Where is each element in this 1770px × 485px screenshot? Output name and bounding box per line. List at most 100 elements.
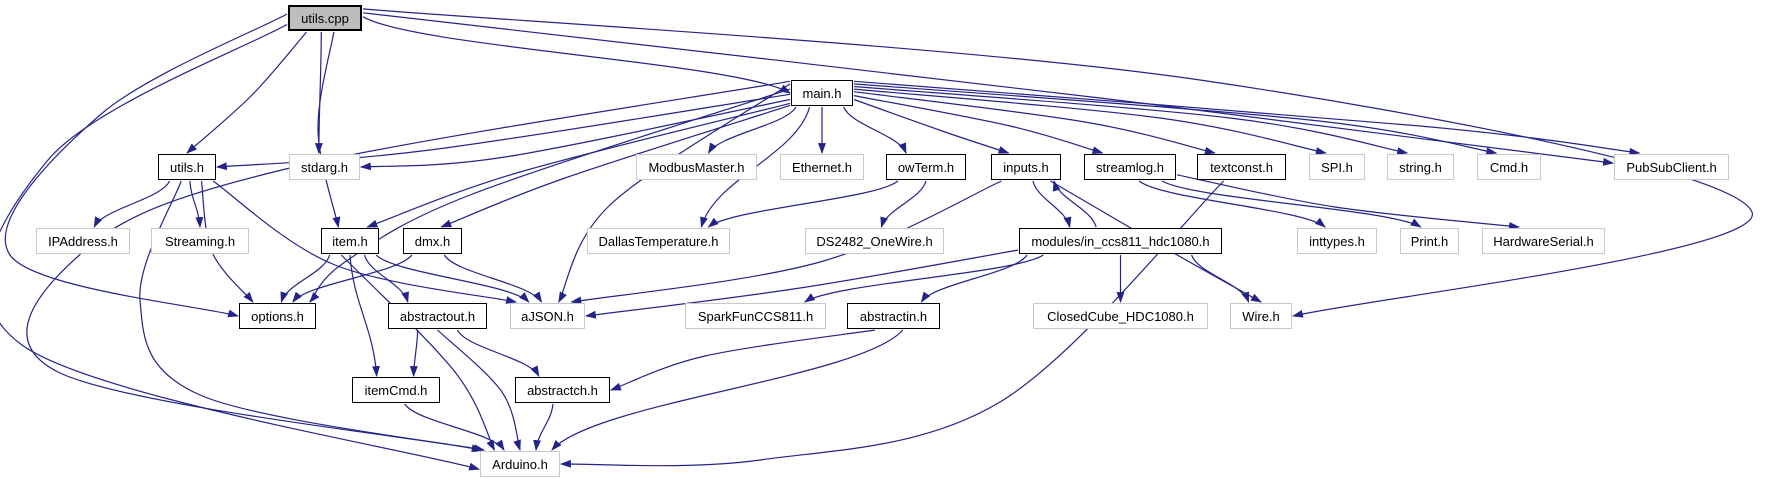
edge-main-h-to-dmx-h — [440, 104, 791, 228]
edge-utils-cpp-to-stdarg-h — [314, 31, 323, 155]
node-label: Cmd.h — [1489, 159, 1529, 175]
node-pubsub-h: PubSubClient.h — [1614, 154, 1729, 180]
node-label: modules/in_ccs811_hdc1080.h — [1031, 233, 1210, 249]
edge-main-h-to-cmd-h — [853, 83, 1498, 156]
node-arduino-h: Arduino.h — [480, 451, 560, 477]
edge-utils-h-to-streaming-h — [189, 180, 204, 229]
node-abstractin-h[interactable]: abstractin.h — [847, 303, 940, 329]
edge-utils-h-to-ipaddress-h — [93, 180, 171, 228]
edge-abstractin-h-to-arduino-h — [551, 329, 904, 451]
node-cmd-h: Cmd.h — [1477, 154, 1541, 180]
node-label: options.h — [251, 308, 304, 324]
node-options-h[interactable]: options.h — [239, 303, 316, 329]
node-label: IPAddress.h — [48, 233, 118, 249]
node-label: SparkFunCCS811.h — [697, 308, 814, 324]
node-utils-h[interactable]: utils.h — [158, 154, 216, 180]
node-streamlog-h[interactable]: streamlog.h — [1084, 154, 1176, 180]
node-inttypes-h: inttypes.h — [1297, 228, 1377, 254]
edge-modules-h-to-sparkfun-h — [803, 254, 1044, 303]
node-label: owTerm.h — [897, 159, 955, 175]
node-label: textconst.h — [1210, 159, 1273, 175]
edge-dmx-h-to-options-h — [292, 254, 413, 303]
node-label: abstractin.h — [859, 308, 928, 324]
edge-main-h-to-string-h — [853, 85, 1409, 155]
edge-main-h-to-owterm-h — [843, 106, 907, 155]
node-main-h[interactable]: main.h — [791, 80, 853, 106]
node-abstractout-h[interactable]: abstractout.h — [388, 303, 487, 329]
node-label: streamlog.h — [1096, 159, 1164, 175]
node-label: ClosedCube_HDC1080.h — [1047, 308, 1194, 324]
edge-main-h-to-streamlog-h — [853, 95, 1104, 155]
edge-inputs-h-to-ajson-h — [570, 180, 1002, 305]
edge-modules-h-to-ajson-h — [584, 249, 1019, 319]
node-ethernet-h: Ethernet.h — [780, 154, 864, 180]
edge-owterm-h-to-ds2482-h — [880, 180, 927, 229]
node-label: Streaming.h — [164, 233, 236, 249]
edge-utils-cpp-to-pubsub-h — [362, 12, 1615, 166]
edge-streamlog-h-to-print-h — [1161, 180, 1422, 228]
node-ds2482-h: DS2482_OneWire.h — [805, 228, 944, 254]
node-label: dmx.h — [414, 233, 451, 249]
node-print-h: Print.h — [1400, 228, 1459, 254]
node-abstractch-h[interactable]: abstractch.h — [515, 377, 610, 403]
node-label: stdarg.h — [301, 159, 348, 175]
edge-main-h-to-stdarg-h — [359, 98, 791, 171]
edge-main-h-to-pubsub-h — [853, 80, 1641, 156]
node-itemcmd-h[interactable]: itemCmd.h — [352, 377, 440, 403]
node-label: ModbusMaster.h — [648, 159, 745, 175]
node-label: Arduino.h — [492, 456, 548, 472]
node-ipaddress-h: IPAddress.h — [36, 228, 130, 254]
node-stdarg-h: stdarg.h — [289, 154, 360, 180]
node-label: Print.h — [1410, 233, 1449, 249]
edge-item-h-to-abstractout-h — [363, 254, 409, 304]
node-label: inputs.h — [1003, 159, 1049, 175]
node-label: item.h — [332, 233, 368, 249]
node-label: DallasTemperature.h — [598, 233, 719, 249]
edge-modules-h-to-abstractin-h — [920, 254, 1028, 303]
edge-item-h-to-arduino-h — [340, 254, 495, 451]
edge-utils-cpp-to-item-h — [317, 31, 341, 229]
edge-item-h-to-options-h — [280, 254, 331, 304]
node-owterm-h[interactable]: owTerm.h — [886, 154, 966, 180]
node-dmx-h[interactable]: dmx.h — [403, 228, 462, 254]
node-label: string.h — [1399, 159, 1442, 175]
node-modbus-h: ModbusMaster.h — [636, 154, 757, 180]
node-closedcube-h: ClosedCube_HDC1080.h — [1033, 303, 1208, 329]
node-label: inttypes.h — [1309, 233, 1365, 249]
node-streaming-h: Streaming.h — [151, 228, 249, 254]
node-string-h: string.h — [1387, 154, 1454, 180]
edge-dmx-h-to-ajson-h — [443, 254, 543, 303]
edge-utils-cpp-to-options-h — [4, 13, 288, 318]
edge-main-h-to-utils-h — [215, 93, 791, 171]
edge-abstractout-h-to-abstractch-h — [456, 329, 540, 377]
node-label: itemCmd.h — [364, 382, 428, 398]
edge-utils-h-to-ajson-h — [212, 180, 518, 304]
edge-utils-cpp-to-wire-h — [362, 8, 1753, 318]
node-label: main.h — [802, 85, 842, 101]
node-label: abstractch.h — [527, 382, 598, 398]
edge-streamlog-h-to-hwserial-h — [1176, 174, 1520, 230]
edge-textconst-h-to-arduino-h — [559, 180, 1225, 468]
node-label: PubSubClient.h — [1626, 159, 1717, 175]
node-label: Ethernet.h — [792, 159, 852, 175]
edge-inputs-h-to-modules-h — [1032, 180, 1072, 229]
node-label: HardwareSerial.h — [1493, 233, 1594, 249]
edge-main-h-to-textconst-h — [853, 91, 1216, 155]
edge-main-h-to-modbus-h — [708, 106, 797, 154]
edge-modules-h-to-inputs-h — [1052, 179, 1097, 228]
edge-main-h-to-spi-h — [853, 88, 1327, 155]
node-inputs-h[interactable]: inputs.h — [991, 154, 1061, 180]
node-textconst-h[interactable]: textconst.h — [1197, 154, 1286, 180]
node-wire-h: Wire.h — [1230, 303, 1292, 329]
edge-abstractout-h-to-itemcmd-h — [409, 329, 419, 378]
node-sparkfun-h: SparkFunCCS811.h — [685, 303, 826, 329]
node-hwserial-h: HardwareSerial.h — [1482, 228, 1605, 254]
edge-main-h-to-item-h — [366, 102, 791, 228]
node-item-h[interactable]: item.h — [321, 228, 379, 254]
edge-streamlog-h-to-inttypes-h — [1138, 180, 1326, 228]
node-modules-h[interactable]: modules/in_ccs811_hdc1080.h — [1019, 228, 1222, 254]
edge-abstractout-h-to-arduino-h — [437, 329, 521, 452]
node-label: aJSON.h — [521, 308, 574, 324]
